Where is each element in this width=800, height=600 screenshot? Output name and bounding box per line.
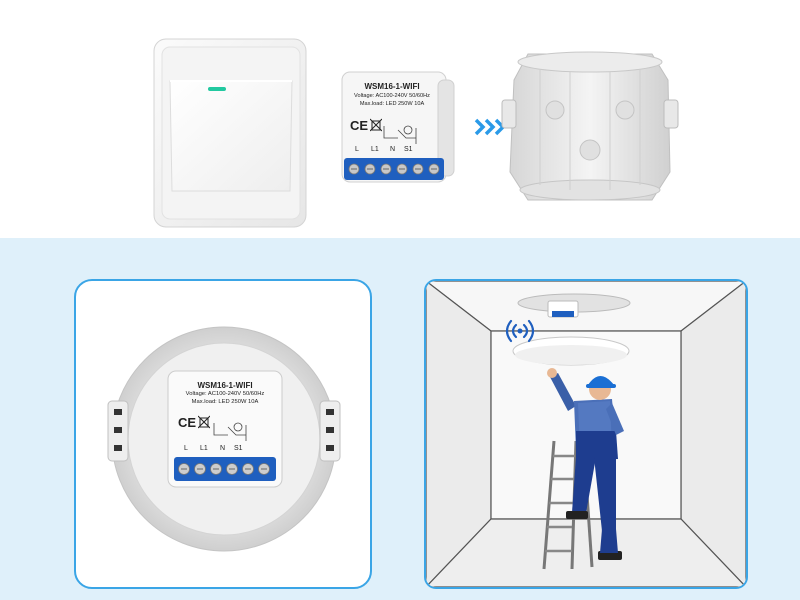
worker-figure	[547, 368, 624, 560]
terminal-label-l1: L1	[200, 445, 208, 452]
ce-mark-icon: CE	[350, 118, 369, 133]
weee-bin-icon	[369, 118, 383, 137]
status-led	[208, 87, 226, 91]
junction-box	[500, 40, 680, 210]
installed-module-panel: WSM16-1-WIFI Voltage: AC100-240V 50/60Hz…	[74, 279, 372, 589]
installation-scene-panel	[424, 279, 748, 589]
relay-module-top: WSM16-1-WIFI Voltage: AC100-240V 50/60Hz…	[338, 68, 458, 190]
wifi-signal-icon	[502, 319, 538, 348]
wall-switch	[152, 35, 310, 231]
module-maxload-label: Max.load: LED 250W 10A	[191, 399, 259, 405]
top-product-row: WSM16-1-WIFI Voltage: AC100-240V 50/60Hz…	[0, 0, 800, 238]
ce-mark-icon: CE	[178, 415, 197, 430]
terminal-label-n: N	[220, 445, 226, 452]
terminal-label-s1: S1	[404, 146, 413, 153]
weee-bin-icon	[197, 415, 211, 434]
room-illustration	[426, 281, 746, 587]
module-model-label: WSM16-1-WIFI	[364, 82, 420, 91]
module-maxload-label: Max.load: LED 250W 10A	[359, 101, 425, 107]
terminal-label-l1: L1	[371, 146, 379, 153]
module-model-label: WSM16-1-WIFI	[197, 381, 253, 390]
relay-module-installed: WSM16-1-WIFI Voltage: AC100-240V 50/60Hz…	[166, 369, 284, 489]
module-voltage-label: Voltage: AC100-240V 50/60Hz	[354, 93, 430, 99]
terminal-label-l: L	[184, 445, 188, 452]
terminal-label-l: L	[355, 146, 359, 153]
module-voltage-label: Voltage: AC100-240V 50/60Hz	[185, 391, 265, 397]
terminal-label-s1: S1	[234, 445, 243, 452]
terminal-label-n: N	[390, 146, 396, 153]
